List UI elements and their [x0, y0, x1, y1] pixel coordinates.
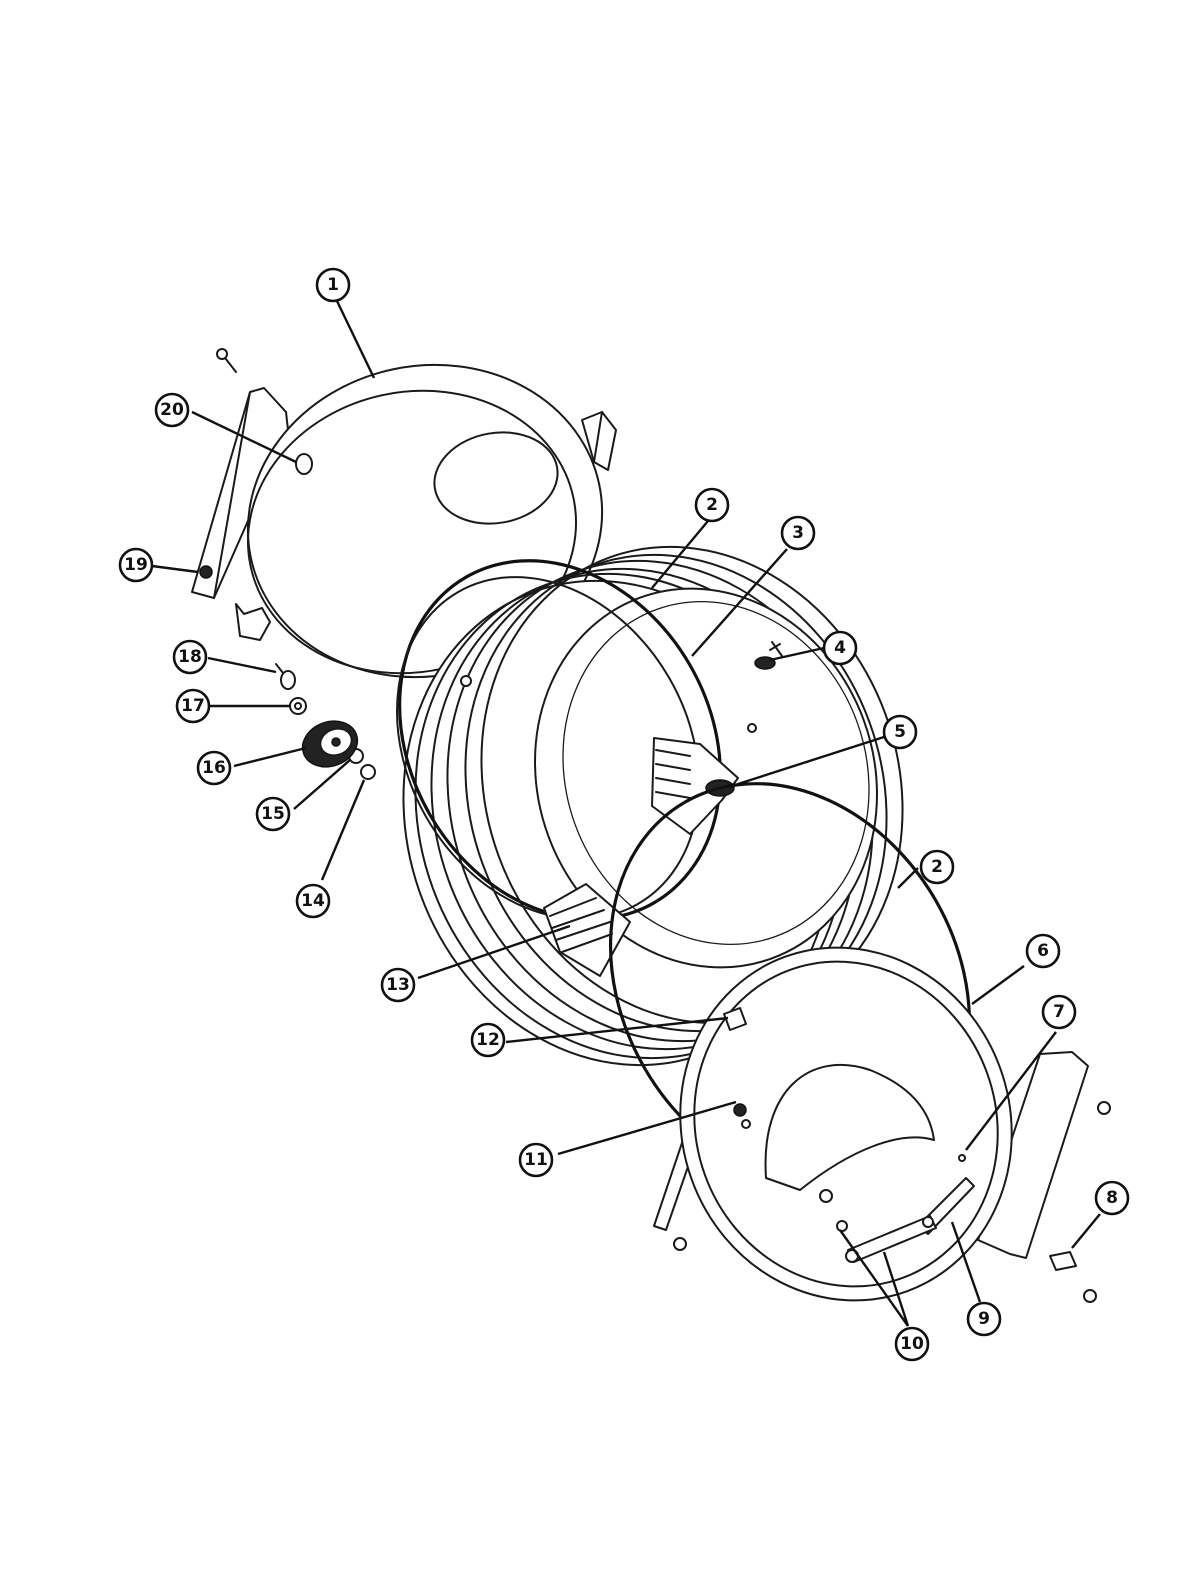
leader-lines	[151, 300, 1101, 1327]
svg-text:14: 14	[301, 891, 325, 911]
callout-8: 8	[1094, 1180, 1130, 1216]
callout-18: 18	[172, 639, 208, 675]
callout-13: 13	[380, 967, 416, 1003]
callout-2-front: 2	[919, 849, 955, 885]
svg-text:2: 2	[931, 857, 943, 877]
callout-14: 14	[295, 883, 331, 919]
callout-9: 9	[966, 1301, 1002, 1337]
callout-5: 5	[882, 714, 918, 750]
callout-12: 12	[470, 1022, 506, 1058]
svg-text:16: 16	[202, 758, 226, 778]
svg-text:20: 20	[160, 400, 184, 420]
callout-16: 16	[196, 750, 232, 786]
svg-text:10: 10	[900, 1334, 924, 1354]
svg-text:3: 3	[792, 523, 804, 543]
callout-19: 19	[118, 547, 154, 583]
front-bulkhead	[653, 946, 1089, 1302]
svg-text:12: 12	[476, 1030, 500, 1050]
callout-2-rear: 2	[694, 487, 730, 523]
svg-text:6: 6	[1037, 941, 1049, 961]
callout-15: 15	[255, 796, 291, 832]
callout-6: 6	[1025, 933, 1061, 969]
svg-text:11: 11	[524, 1150, 548, 1170]
svg-text:2: 2	[706, 495, 718, 515]
svg-text:7: 7	[1053, 1002, 1065, 1022]
drum-roller-wheel	[301, 720, 359, 768]
callout-1: 1	[315, 267, 351, 303]
callout-20: 20	[154, 392, 190, 428]
callout-4: 4	[822, 630, 858, 666]
callout-3: 3	[780, 515, 816, 551]
svg-text:17: 17	[181, 696, 205, 716]
hardware-screws	[199, 348, 1111, 1303]
callout-7: 7	[1041, 994, 1077, 1030]
svg-text:15: 15	[261, 804, 285, 824]
svg-text:4: 4	[834, 638, 846, 658]
callout-17: 17	[175, 688, 211, 724]
svg-text:19: 19	[124, 555, 148, 575]
callout-10: 10	[894, 1326, 930, 1362]
svg-text:5: 5	[894, 722, 906, 742]
svg-text:1: 1	[327, 275, 339, 295]
svg-text:9: 9	[978, 1309, 990, 1329]
drum-baffle-lower	[543, 883, 631, 977]
svg-text:18: 18	[178, 647, 202, 667]
svg-text:8: 8	[1106, 1188, 1118, 1208]
svg-text:13: 13	[386, 975, 410, 995]
callout-11: 11	[518, 1142, 554, 1178]
